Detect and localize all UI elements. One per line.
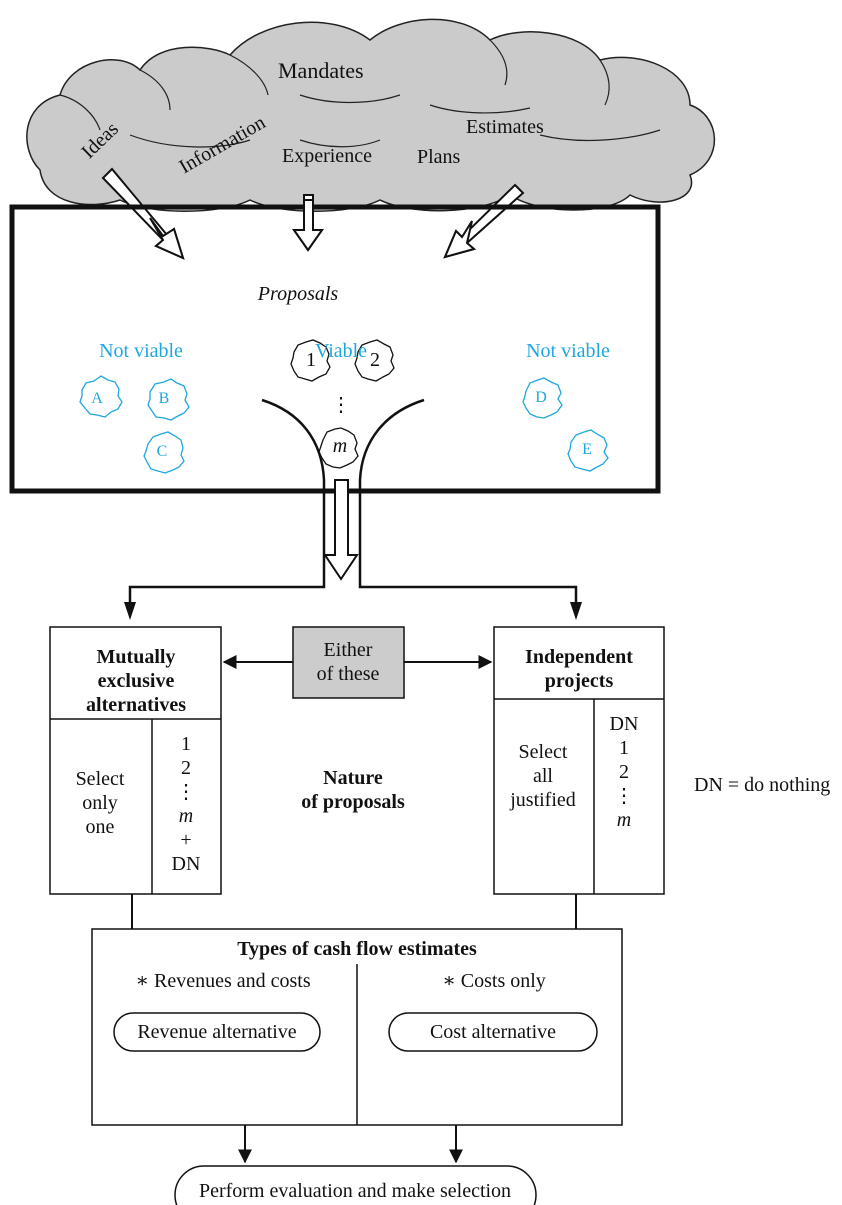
independent-box — [493, 626, 665, 895]
blob-e — [567, 429, 609, 472]
independent-title: Independent projects — [525, 646, 633, 692]
revenue-alternative-label: Revenue alternative — [137, 1021, 297, 1043]
blob-1 — [290, 339, 331, 382]
mutually-exclusive-title: Mutually exclusive alternatives — [86, 646, 186, 716]
cloud-label-plans: Plans — [417, 146, 461, 168]
blob-e-label: E — [582, 441, 592, 458]
blob-d-label: D — [535, 389, 547, 406]
cloud-label-experience: Experience — [282, 145, 372, 167]
blob-d — [522, 377, 563, 419]
arrowhead-right-box — [570, 602, 582, 620]
cash-flow-title: Types of cash flow estimates — [237, 938, 477, 960]
cloud-label-estimates: Estimates — [466, 116, 544, 138]
blob-m-label: m — [332, 435, 348, 457]
blob-b — [147, 378, 190, 421]
select-all-justified: Select all justified — [510, 741, 576, 811]
blob-c — [143, 431, 185, 474]
blob-2-label: 2 — [370, 349, 380, 371]
proposals-title: Proposals — [257, 283, 339, 305]
blob-a-label: A — [91, 390, 103, 407]
blob-c-label: C — [156, 443, 168, 460]
cloud-label-mandates: Mandates — [278, 58, 364, 83]
blob-b-label: B — [158, 390, 170, 407]
blob-2 — [354, 339, 395, 382]
cost-alternative-pill — [388, 1012, 598, 1052]
mutually-exclusive-box — [49, 626, 222, 895]
costs-only-heading: ∗ Costs only — [442, 970, 546, 992]
blob-a — [79, 375, 123, 418]
nature-of-proposals: Nature of proposals — [301, 767, 405, 813]
either-box — [292, 626, 405, 699]
select-only-one: Select only one — [75, 768, 125, 838]
cash-flow-box — [91, 928, 623, 1126]
revenues-and-costs-heading: ∗ Revenues and costs — [135, 970, 311, 992]
either-of-these: Either of these — [316, 639, 380, 685]
mutually-exclusive-list: 1 2 ⋮ m + DN — [171, 733, 201, 875]
selection-funnel — [128, 398, 578, 604]
cost-alternative-label: Cost alternative — [429, 1021, 557, 1043]
blob-1-label: 1 — [306, 349, 316, 371]
independent-list: DN 1 2 ⋮ m — [609, 713, 639, 831]
funnel-arrow — [323, 479, 359, 581]
evaluation-label: Perform evaluation and make selection — [198, 1180, 512, 1202]
evaluation-capsule — [174, 1165, 537, 1205]
viable-label: Viable — [314, 340, 368, 362]
revenue-alternative-pill — [113, 1012, 321, 1052]
idea-cloud — [26, 18, 716, 212]
dn-legend: DN = do nothing — [694, 774, 831, 796]
arrowhead-left-box — [124, 602, 136, 620]
viable-dots: ⋮ — [331, 394, 351, 416]
not-viable-left-label: Not viable — [99, 340, 183, 362]
not-viable-right-label: Not viable — [526, 340, 610, 362]
